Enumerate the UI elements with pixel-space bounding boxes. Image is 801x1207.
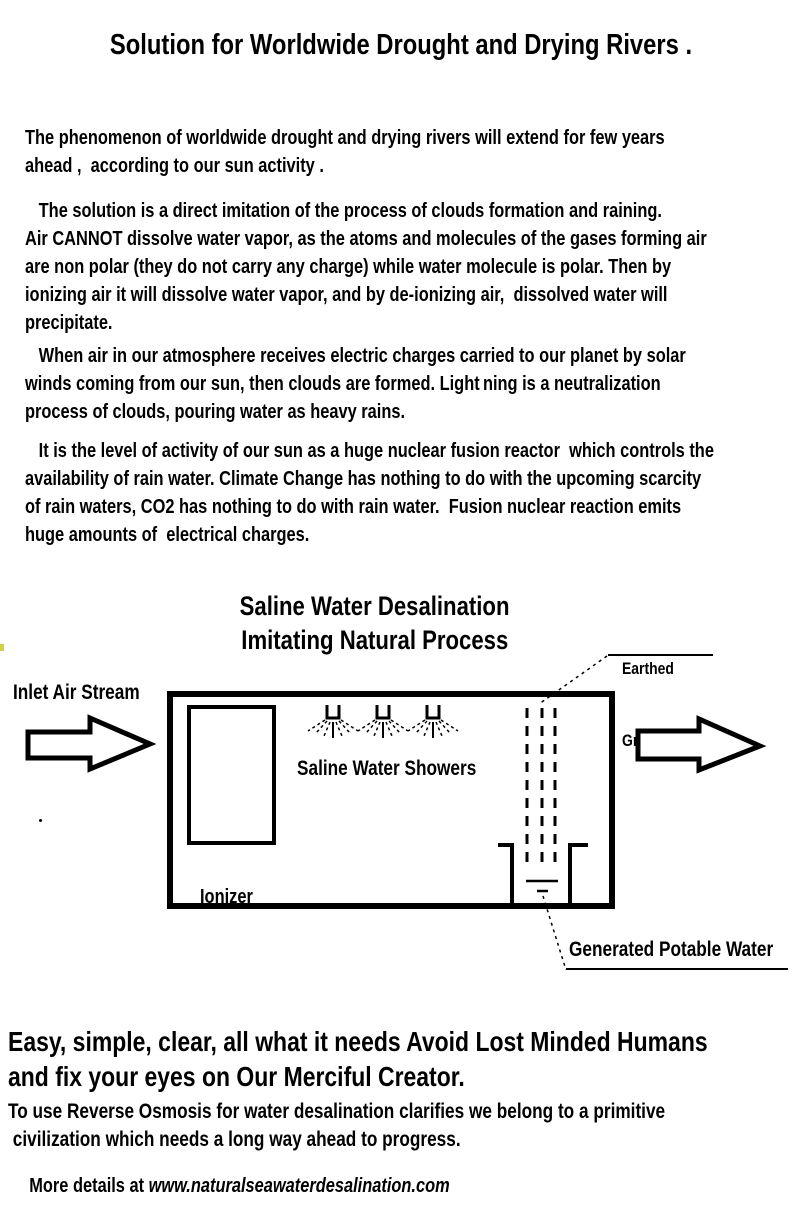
text-line: of rain waters, CO2 has nothing to do wi… (25, 496, 682, 518)
paragraph-4: It is the level of activity of our sun a… (25, 437, 801, 549)
shower-head-icon-2 (357, 705, 409, 738)
paragraph-2: The solution is a direct imitation of th… (25, 197, 801, 337)
more-details-prefix: More details at (29, 1175, 149, 1197)
air-ionizer-label: Air Ionizer (200, 743, 253, 967)
text-line: civilization which needs a long way ahea… (8, 1128, 461, 1151)
air-ionizer-label-line1: Air (200, 802, 223, 824)
text-line: are non polar (they do not carry any cha… (25, 256, 672, 278)
text-line: precipitate. (25, 312, 113, 334)
text-line: It is the level of activity of our sun a… (25, 440, 714, 462)
text-line: winds coming from our sun, then clouds a… (25, 373, 661, 395)
document-title-text: Solution for Worldwide Drought and Dryin… (109, 29, 692, 61)
earthed-grid-label-line2: Grid (622, 731, 651, 750)
text-line: Easy, simple, clear, all what it needs A… (8, 1026, 708, 1057)
earthed-grid-lines (525, 708, 557, 870)
paragraph-3: When air in our atmosphere receives elec… (25, 342, 801, 426)
paragraph-1: The phenomenon of worldwide drought and … (25, 124, 801, 180)
text-line: The solution is a direct imitation of th… (25, 200, 662, 222)
earthed-grid-leader-line (538, 655, 608, 705)
footer-body: To use Reverse Osmosis for water desalin… (8, 1098, 801, 1154)
text-line: To use Reverse Osmosis for water desalin… (8, 1100, 666, 1123)
text-line: ionizing air it will dissolve water vapo… (25, 284, 668, 306)
earthed-grid-label-line1: Earthed (622, 659, 674, 678)
text-line: process of clouds, pouring water as heav… (25, 401, 406, 423)
text-line: The phenomenon of worldwide drought and … (25, 127, 665, 149)
diagram-title: Saline Water Desalination Imitating Natu… (147, 589, 603, 657)
air-ionizer-label-line2: Ionizer (200, 886, 253, 908)
inlet-arrow-icon (25, 714, 157, 773)
stray-dot (39, 819, 42, 822)
text-line: When air in our atmosphere receives elec… (25, 345, 686, 367)
document-title: Solution for Worldwide Drought and Dryin… (0, 27, 801, 63)
edge-artifact (0, 644, 4, 651)
text-line: ahead , according to our sun activity . (25, 155, 324, 177)
generated-potable-water-label: Generated Potable Water (569, 938, 774, 961)
text-line: and fix your eyes on Our Merciful Creato… (8, 1061, 465, 1092)
text-line: huge amounts of electrical charges. (25, 524, 310, 546)
inlet-air-stream-label: Inlet Air Stream (13, 681, 140, 704)
text-line: availability of rain water. Climate Chan… (25, 468, 702, 490)
saline-water-showers-label: Saline Water Showers (297, 757, 477, 780)
collection-basin (498, 843, 588, 906)
diagram-title-line1: Saline Water Desalination (240, 591, 510, 621)
earthed-grid-label: Earthed Grid (622, 609, 674, 801)
potable-water-leader-line (542, 895, 567, 971)
shower-head-icon-1 (307, 705, 359, 738)
text-line: Air CANNOT dissolve water vapor, as the … (25, 228, 707, 250)
website-url: www.naturalseawaterdesalination.com (148, 1175, 450, 1197)
shower-head-icon-3 (407, 705, 459, 738)
footer-heading: Easy, simple, clear, all what it needs A… (8, 1024, 801, 1094)
more-details-line: More details at www.naturalseawaterdesal… (11, 1152, 450, 1207)
water-level-lines (526, 879, 558, 893)
diagram-title-line2: Imitating Natural Process (241, 625, 509, 655)
